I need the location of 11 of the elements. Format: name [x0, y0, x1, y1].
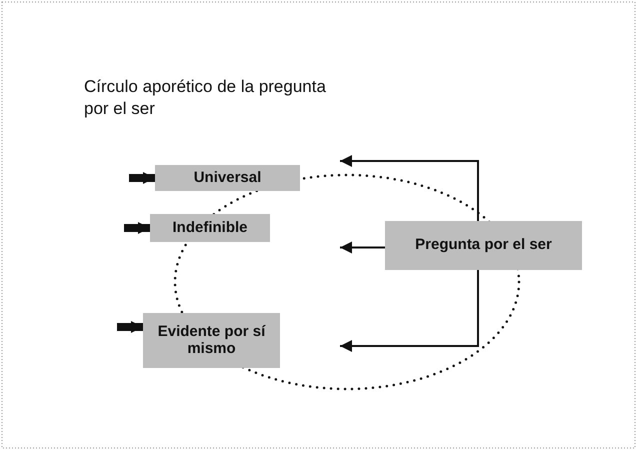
title: Círculo aporético de la pregunta por el ser [84, 76, 327, 120]
block-arrow [117, 321, 143, 333]
concept-box: Universal [155, 165, 300, 191]
concept-box: Evidente por sí mismo [143, 313, 280, 368]
arrow [340, 155, 479, 221]
concept-box: Indefinible [150, 214, 270, 242]
block-arrow [129, 172, 155, 184]
arrow [340, 270, 479, 352]
arrow [340, 242, 385, 254]
question-box: Pregunta por el ser [385, 221, 582, 270]
block-arrow [124, 222, 150, 234]
